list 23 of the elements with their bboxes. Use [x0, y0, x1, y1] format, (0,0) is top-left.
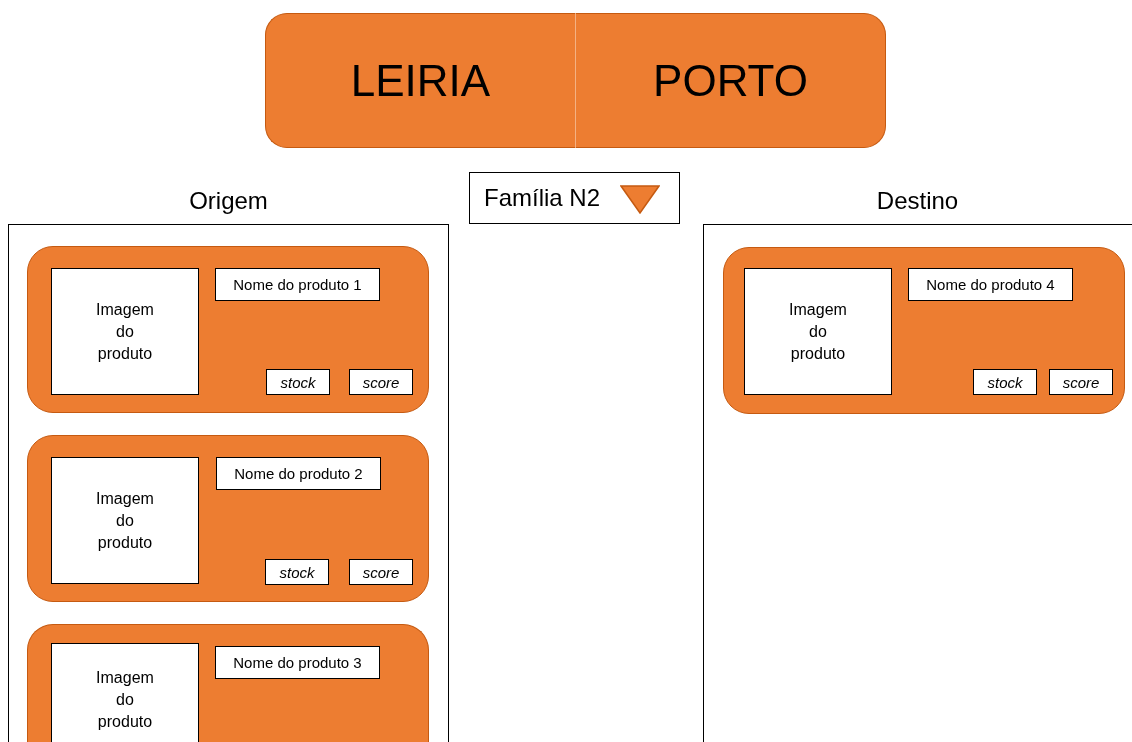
product-name-label: Nome do produto 2 [216, 457, 381, 490]
product-name-label: Nome do produto 4 [908, 268, 1073, 301]
product-image-frame: Imagem do produto [744, 268, 892, 395]
product-image-frame: Imagem do produto [51, 268, 199, 395]
location-tab: LEIRIA [265, 13, 575, 148]
stock-label: stock [973, 369, 1037, 395]
score-label: score [349, 559, 413, 585]
product-image-frame: Imagem do produto [51, 643, 199, 742]
stock-label: stock [265, 559, 329, 585]
product-card [723, 247, 1125, 414]
product-name-label: Nome do produto 3 [215, 646, 380, 679]
product-card [27, 435, 429, 602]
panel-heading: Origem [188, 186, 269, 216]
score-label: score [349, 369, 413, 395]
product-image-frame: Imagem do produto [51, 457, 199, 584]
product-card [27, 624, 429, 742]
panel-heading: Destino [875, 186, 960, 216]
location-tab: PORTO [575, 13, 886, 148]
product-card [27, 246, 429, 413]
product-name-label: Nome do produto 1 [215, 268, 380, 301]
stock-label: stock [266, 369, 330, 395]
score-label: score [1049, 369, 1113, 395]
dropdown: Família N2 [469, 172, 680, 224]
